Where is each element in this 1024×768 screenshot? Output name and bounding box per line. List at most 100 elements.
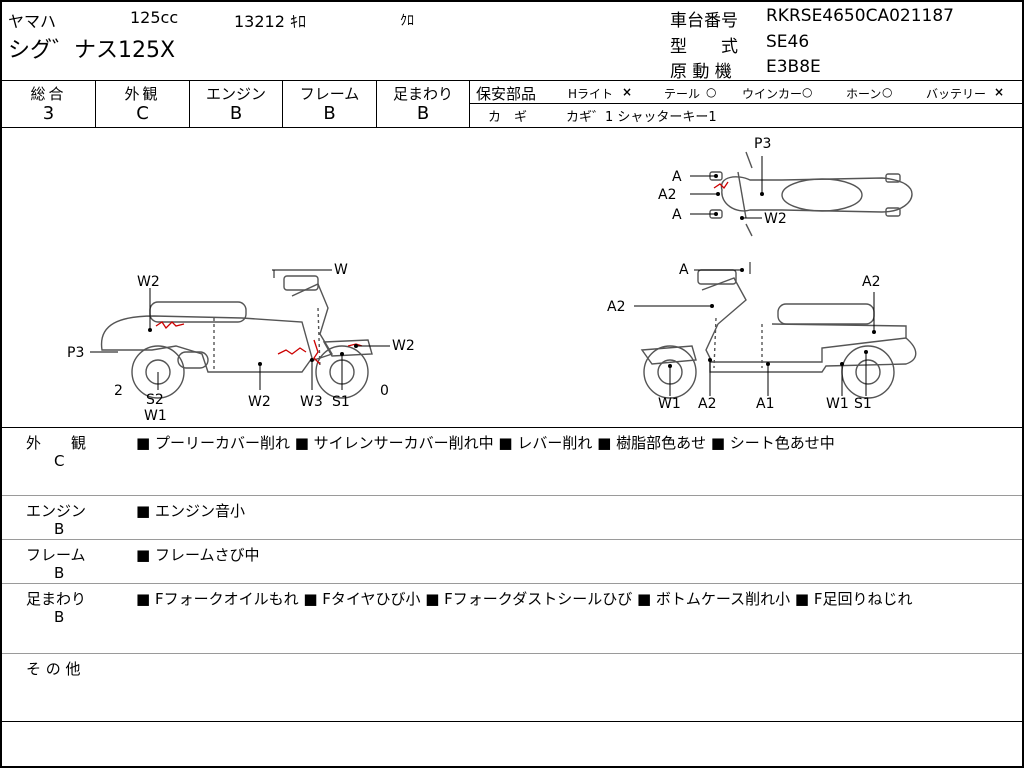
section-exterior: 外 観 C ■ プーリーカバー削れ ■ サイレンサーカバー削れ中 ■ レバー削れ… <box>2 428 1022 496</box>
section-label: エンジン <box>26 502 87 520</box>
top-rear-winker-right <box>885 173 901 183</box>
top-mirror-right <box>745 151 753 169</box>
left-damage-scribbles <box>155 321 363 365</box>
scooter-diagram: W W2 P3 W2 2 0 S2 W1 W2 W3 S1 <box>67 136 917 424</box>
left-marker-dots <box>148 328 358 366</box>
grade-suspension: 足まわり B <box>377 81 470 127</box>
grade-row: 総合 3 外観 C エンジン B フレーム B 足まわり B 保安部品 Hライト… <box>2 80 1022 128</box>
section-notes: ■ エンジン音小 <box>136 502 245 520</box>
grade-label: 足まわり <box>392 85 453 103</box>
left-front-fender <box>322 339 373 357</box>
headlight-label: Hライト <box>568 87 614 101</box>
marker-label: 2 <box>114 383 123 399</box>
marker-label: A <box>672 169 682 185</box>
marker-label: A2 <box>698 396 716 412</box>
marker-label: P3 <box>754 136 771 152</box>
marker-label: A1 <box>756 396 774 412</box>
marker-label: A2 <box>607 299 625 315</box>
left-front-wheel <box>315 345 369 399</box>
left-handle <box>283 275 319 291</box>
grade-exterior: 外観 C <box>96 81 190 127</box>
key-label: カ ギ <box>488 110 528 125</box>
right-rear-hub <box>855 359 881 385</box>
marker-label: A2 <box>862 274 880 290</box>
top-handlebar <box>737 171 747 219</box>
vehicle-header: ヤマハ 125cc 13212 ｷﾛ ｸﾛ シグ゛ナス125X 車台番号 RKR… <box>2 2 1022 82</box>
chassis-label: 車台番号 <box>670 11 738 31</box>
section-notes: ■ フレームさび中 <box>136 546 260 564</box>
marker-label: A2 <box>658 187 676 203</box>
left-rear-wheel <box>131 345 185 399</box>
scooter-top-view <box>709 151 913 237</box>
marker-label: W1 <box>826 396 849 412</box>
left-body <box>100 315 313 373</box>
tail-mark: ○ <box>706 85 717 99</box>
damage-mark <box>277 339 321 365</box>
marker-label: A <box>679 262 689 278</box>
section-grade: B <box>54 520 65 538</box>
horn-mark: ○ <box>882 85 893 99</box>
marker-label: S1 <box>332 394 350 410</box>
right-marker-dots <box>668 268 876 368</box>
vehicle-identification: 車台番号 RKRSE4650CA021187 型 式 SE46 原 動 機 E3… <box>670 4 1020 82</box>
right-dash-lines <box>713 317 763 369</box>
damage-diagram: W W2 P3 W2 2 0 S2 W1 W2 W3 S1 <box>2 128 1022 428</box>
section-grade: B <box>54 564 65 582</box>
marker-label: W2 <box>137 274 160 290</box>
grade-value: B <box>416 103 430 124</box>
right-seat <box>777 303 875 325</box>
top-rear-winker-left <box>885 207 901 217</box>
headlight-mark: × <box>622 85 633 99</box>
right-front-cowl <box>701 277 747 363</box>
marker-label: W2 <box>392 338 415 354</box>
right-rear-wheel <box>841 345 895 399</box>
section-notes: ■ プーリーカバー削れ ■ サイレンサーカバー削れ中 ■ レバー削れ ■ 樹脂部… <box>136 434 835 452</box>
section-label: そ の 他 <box>26 660 81 678</box>
marker-label: W1 <box>658 396 681 412</box>
mileage: 13212 ｷﾛ <box>234 12 306 31</box>
section-suspension: 足まわり B ■ Fフォークオイルもれ ■ Fタイヤひび小 ■ Fフォークダスト… <box>2 584 1022 654</box>
top-body <box>720 176 913 213</box>
key-value: カギ゛1 シャッターキー1 <box>566 110 717 125</box>
section-grade: B <box>54 608 65 626</box>
section-label: フレーム <box>26 546 86 564</box>
engine-code: E3B8E <box>766 57 821 77</box>
type-code: SE46 <box>766 32 810 52</box>
type-label: 型 式 <box>670 37 738 57</box>
grade-label: エンジン <box>205 85 266 103</box>
body-color: ｸﾛ <box>400 13 414 29</box>
section-grade: C <box>54 452 65 470</box>
grade-engine: エンジン B <box>190 81 283 127</box>
section-notes: ■ Fフォークオイルもれ ■ Fタイヤひび小 ■ Fフォークダストシールひび ■… <box>136 590 913 608</box>
left-seat <box>149 301 247 323</box>
right-body <box>709 337 917 373</box>
right-leaders <box>634 269 875 396</box>
displacement: 125cc <box>130 8 179 27</box>
section-label: 外 観 <box>26 434 87 452</box>
marker-label: P3 <box>67 345 84 361</box>
marker-label: W3 <box>300 394 323 410</box>
right-front-fender <box>640 345 697 365</box>
grade-value: C <box>136 103 149 124</box>
grade-frame: フレーム B <box>283 81 377 127</box>
marker-label: W1 <box>144 408 167 424</box>
tail-label: テール <box>664 87 701 101</box>
section-engine: エンジン B ■ エンジン音小 <box>2 496 1022 540</box>
grade-value: B <box>323 103 336 124</box>
marker-label: W <box>334 262 348 278</box>
top-leaders <box>690 156 763 219</box>
grade-label: 外観 <box>124 85 161 103</box>
section-other: そ の 他 <box>2 654 1022 722</box>
vehicle-summary: ヤマハ 125cc 13212 ｷﾛ ｸﾛ シグ゛ナス125X <box>8 6 658 76</box>
grade-label: 総合 <box>30 85 67 103</box>
left-leaders <box>90 269 390 390</box>
battery-label: バッテリー <box>926 87 987 101</box>
section-label: 足まわり <box>26 590 87 608</box>
safety-parts-row: 保安部品 Hライト × テール ○ ウインカー ○ ホーン ○ バッテリー × <box>470 81 1022 104</box>
right-handle <box>697 269 737 285</box>
top-seat <box>781 178 863 212</box>
marker-label: W2 <box>764 211 787 227</box>
marker-label: S1 <box>854 396 872 412</box>
left-front-cowl <box>291 283 334 361</box>
